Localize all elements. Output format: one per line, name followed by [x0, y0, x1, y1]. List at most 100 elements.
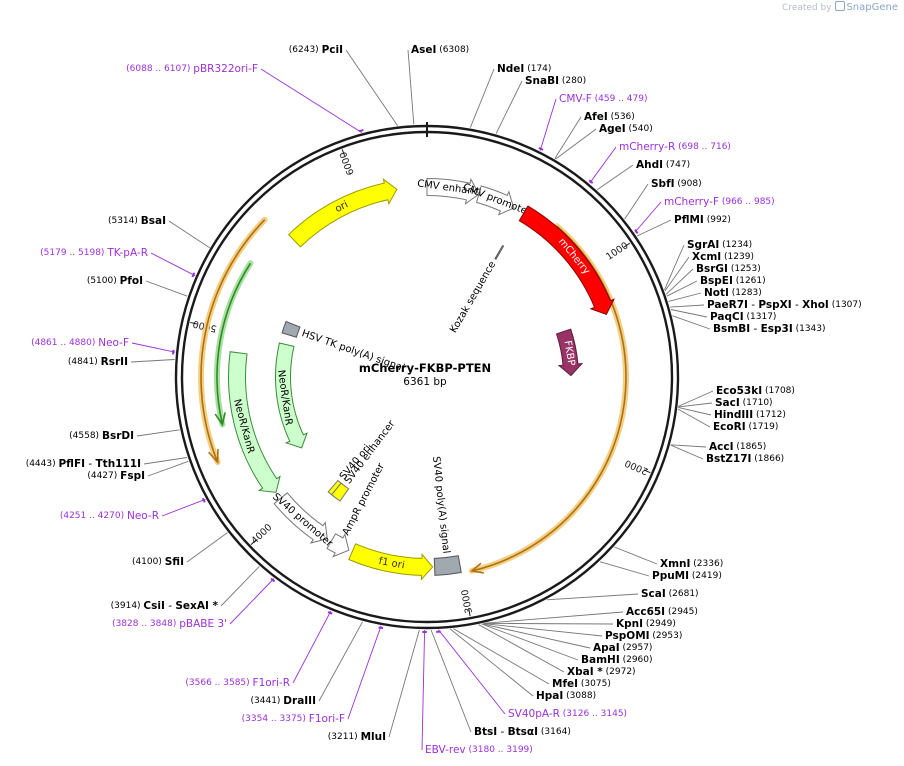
leader-ppumi [599, 561, 650, 577]
site-label: (5314) BsaI [108, 215, 166, 227]
site-xcmi[interactable]: XcmI (1239) [692, 251, 754, 263]
site-sfii[interactable]: (4100) SfiI [132, 556, 184, 568]
primer-mark-mcherry-r [588, 179, 594, 184]
site-acci[interactable]: AccI (1865) [709, 441, 766, 453]
tick-label-3000: 3000 [460, 589, 475, 615]
leader-paqci [670, 309, 708, 318]
primer-label: mCherry-R (698 .. 716) [619, 141, 731, 153]
feature-label: Kozak sequence [448, 260, 498, 335]
site-label: (5100) PfoI [87, 275, 143, 287]
leader-sbfi [624, 183, 649, 220]
leader-bsmbi-esp3i [672, 315, 711, 330]
site-mlui[interactable]: (3211) MluI [328, 731, 386, 743]
site-label: SgrAI (1234) [687, 239, 752, 251]
feature-f1-ori-8[interactable]: f1 ori [348, 543, 434, 581]
site-bstz17i[interactable]: BstZ17I (1866) [706, 453, 784, 465]
tick-3000 [468, 609, 471, 617]
site-btsi-bts-i[interactable]: BtsI - BtsαI (3164) [474, 726, 571, 738]
feature-kozak-sequence-5[interactable]: Kozak sequence [448, 244, 505, 335]
primer-neo-r[interactable]: (4251 .. 4270) Neo-R [60, 510, 159, 522]
site-sgrai[interactable]: SgrAI (1234) [687, 239, 752, 251]
primer-ebv-rev[interactable]: EBV-rev (3180 .. 3199) [425, 744, 533, 756]
site-apai[interactable]: ApaI (2957) [593, 642, 652, 654]
feature-cmv-enhancer-2[interactable]: CMV enhancer [416, 177, 491, 205]
site-paer7i-pspxi[interactable]: PaeR7I - PspXI - XhoI (1307) [707, 299, 862, 311]
feature-sv40-promoter-10[interactable]: SV40 promoter [270, 491, 335, 549]
site-labels: (6243) PciI AseI (6308) (6088 .. 6107) pBR… [26, 44, 862, 756]
site-rsrii[interactable]: (4841) RsrII [68, 356, 128, 368]
orf-arcs [198, 216, 629, 574]
tick-label-4000: 4000 [249, 522, 274, 547]
primer-f1ori-f[interactable]: (3354 .. 3375) F1ori-F [242, 713, 345, 725]
site-ahdi[interactable]: AhdI (747) [636, 159, 690, 171]
site-noti[interactable]: NotI (1283) [704, 287, 762, 299]
site-fspi[interactable]: (4427) FspI [87, 470, 145, 482]
site-xbai[interactable]: XbaI * (2972) [567, 666, 636, 678]
site-draiii[interactable]: (3441) DraIII [251, 695, 317, 707]
site-acc65i[interactable]: Acc65I (2945) [626, 606, 698, 618]
site-bspei[interactable]: BspEI (1261) [700, 275, 766, 287]
site-mfei[interactable]: MfeI (3075) [552, 678, 611, 690]
feature-neor-kanr-13[interactable]: NeoR/KanR [228, 351, 281, 493]
site-saci[interactable]: SacI (1710) [715, 397, 773, 409]
site-pspomi[interactable]: PspOMI (2953) [605, 630, 682, 642]
feature-fkbp-6[interactable]: FKBP [555, 328, 584, 377]
site-label: (3441) DraIII [251, 695, 317, 707]
primer-tk-pa-r[interactable]: (5179 .. 5198) TK-pA-R [40, 247, 148, 259]
site-bamhi[interactable]: BamHI (2960) [581, 654, 653, 666]
site-pflfi-tth111i[interactable]: (4443) PflFI - Tth111I [26, 458, 141, 470]
primer-pbabe-3[interactable]: (3828 .. 3848) pBABE 3' [112, 618, 227, 630]
feature-cmv-promoter-3[interactable]: CMV promoter [461, 182, 533, 219]
primer-sv40pa-r[interactable]: SV40pA-R (3126 .. 3145) [508, 708, 627, 720]
feature-shape [327, 479, 342, 496]
site-paqci[interactable]: PaqCI (1317) [710, 311, 776, 323]
site-ndei[interactable]: NdeI (174) [497, 63, 551, 75]
feature-ori-1[interactable]: ori [287, 178, 398, 248]
primer-label: mCherry-F (966 .. 985) [664, 196, 775, 208]
primer-pbr322ori-f[interactable]: (6088 .. 6107) pBR322ori-F [126, 63, 258, 75]
feature-sv40-poly-a-signal-7[interactable]: SV40 poly(A) signal [430, 456, 462, 576]
orf-line-3 [216, 262, 252, 425]
primer-label: (3828 .. 3848) pBABE 3' [112, 618, 227, 630]
site-label: (3211) MluI [328, 731, 386, 743]
site-pcii[interactable]: (6243) PciI [289, 44, 343, 56]
site-ecori[interactable]: EcoRI (1719) [713, 421, 778, 433]
site-asei[interactable]: AseI (6308) [411, 44, 469, 56]
site-csii-sexai[interactable]: (3914) CsiI - SexAI * [111, 600, 219, 612]
site-bsrdi[interactable]: (4558) BsrDI [69, 430, 134, 442]
site-ppumi[interactable]: PpuMI (2419) [652, 570, 722, 582]
leader-pfoi [145, 280, 188, 297]
site-label: BspEI (1261) [700, 275, 766, 287]
site-sbfi[interactable]: SbfI (908) [651, 178, 702, 190]
site-eco53ki[interactable]: Eco53kI (1708) [716, 385, 795, 397]
primer-f1ori-r[interactable]: (3566 .. 3585) F1ori-R [185, 677, 290, 689]
primer-mcherry-r[interactable]: mCherry-R (698 .. 716) [619, 141, 731, 153]
site-pfoi[interactable]: (5100) PfoI [87, 275, 143, 287]
primer-cmv-f[interactable]: CMV-F (459 .. 479) [559, 93, 647, 105]
site-afei[interactable]: AfeI (536) [584, 111, 635, 123]
site-bsai[interactable]: (5314) BsaI [108, 215, 166, 227]
site-agei[interactable]: AgeI (540) [599, 123, 653, 135]
site-label: BsrGI (1253) [696, 263, 761, 275]
site-scai[interactable]: ScaI (2681) [641, 588, 699, 600]
leader-scai [546, 593, 639, 601]
site-hpai[interactable]: HpaI (3088) [536, 690, 596, 702]
site-label: (3914) CsiI - SexAI * [111, 600, 219, 612]
site-xmni[interactable]: XmnI (2336) [660, 558, 723, 570]
leader-saci [678, 402, 713, 408]
feature-neor-kanr-14[interactable]: NeoR/KanR [275, 342, 308, 449]
site-label: PspOMI (2953) [605, 630, 682, 642]
feature-label: SV40 poly(A) signal [430, 456, 451, 554]
site-kpni[interactable]: KpnI (2949) [616, 618, 676, 630]
site-pflmi[interactable]: PflMI (992) [674, 214, 731, 226]
site-label: AseI (6308) [411, 44, 469, 56]
site-hindiii[interactable]: HindIII (1712) [714, 409, 786, 421]
site-bsrgi[interactable]: BsrGI (1253) [696, 263, 761, 275]
primer-neo-f[interactable]: (4861 .. 4880) Neo-F [31, 337, 129, 349]
feature-mcherry-4[interactable]: mCherry [518, 205, 616, 315]
feature-shape [494, 244, 505, 260]
site-snabi[interactable]: SnaBI (280) [525, 75, 586, 87]
primer-mcherry-f[interactable]: mCherry-F (966 .. 985) [664, 196, 775, 208]
site-bsmbi-esp3i[interactable]: BsmBI - Esp3I (1343) [713, 323, 826, 335]
primer-mark-neo-r [201, 497, 206, 503]
